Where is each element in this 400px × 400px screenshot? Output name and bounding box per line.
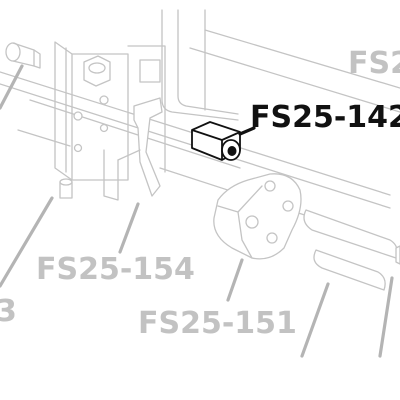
leader-154 bbox=[118, 202, 140, 254]
leader-142 bbox=[238, 126, 256, 136]
background-assembly bbox=[0, 9, 400, 291]
highlighted-part-fs25-142 bbox=[191, 121, 241, 161]
leader-lines bbox=[0, 64, 394, 358]
label-fs25-151: FS25-151 bbox=[138, 306, 297, 341]
leader-left-top bbox=[0, 64, 24, 110]
label-fs25-154: FS25-154 bbox=[36, 252, 195, 287]
leader-pin-b bbox=[378, 276, 394, 358]
leader-pin-a bbox=[300, 282, 330, 358]
label-fs25-142: FS25-142 bbox=[250, 100, 400, 135]
leader-left-pin bbox=[0, 196, 54, 288]
leader-151 bbox=[226, 258, 244, 302]
label-left-partial: 3 bbox=[0, 294, 17, 329]
label-fs2-partial: FS2 bbox=[348, 46, 400, 81]
